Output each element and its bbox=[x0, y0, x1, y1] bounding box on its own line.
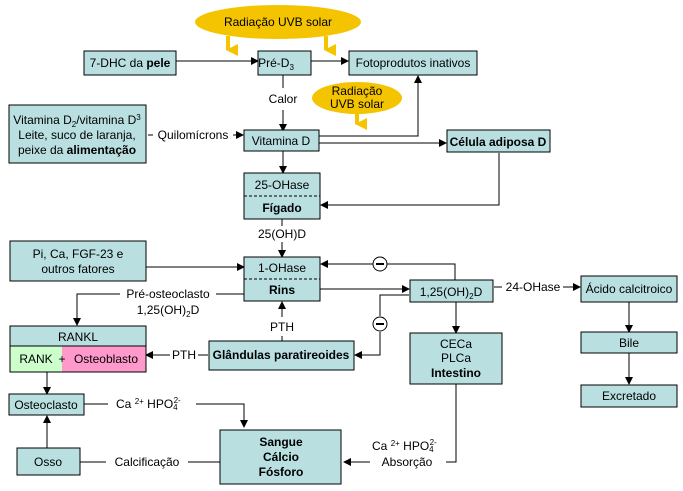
rank-cell bbox=[10, 346, 62, 372]
fatores-line-1: Pi, Ca, FGF-23 e bbox=[33, 247, 124, 261]
label-pre-osteoclasto: Pré-osteoclasto bbox=[126, 287, 210, 301]
arrow-vitd-fotoprodutos bbox=[319, 75, 422, 137]
node-7dhc: 7-DHC da pele bbox=[83, 50, 177, 76]
node-sangue: Sangue Cálcio Fósforo bbox=[219, 429, 342, 485]
plus-label: + bbox=[58, 352, 65, 366]
label-pth-left: PTH bbox=[172, 348, 196, 362]
line-calcitriol-inhibit-rins bbox=[387, 263, 456, 282]
intestino-line-2: PLCa bbox=[441, 351, 471, 365]
node-celula-adiposa: Célula adiposa D bbox=[446, 129, 551, 153]
node-paratireoides: Glândulas paratireoides bbox=[208, 340, 355, 371]
node-vitamina-d-label: Vitamina D bbox=[252, 134, 311, 148]
label-25ohd: 25(OH)D bbox=[258, 227, 306, 241]
node-rins: 1-OHase Rins bbox=[243, 256, 321, 302]
node-intestino: CECa PLCa Intestino bbox=[409, 332, 503, 385]
label-quilomicrons: Quilomícrons bbox=[158, 128, 229, 142]
node-rankl: RANKL RANK + Osteoblasto bbox=[9, 325, 147, 373]
node-figado-organ: Fígado bbox=[262, 201, 301, 215]
node-acido-calcitroico: Ácido calcitroico bbox=[580, 275, 678, 303]
label-calcitriol-bone: 1,25(OH)2D bbox=[137, 303, 200, 319]
arrow-adiposa-figado bbox=[320, 153, 500, 209]
node-rins-enzyme: 1-OHase bbox=[258, 261, 306, 275]
node-fotoprodutos-label: Fotoprodutos inativos bbox=[356, 56, 471, 70]
intestino-line-3: Intestino bbox=[431, 366, 481, 380]
label-calor: Calor bbox=[269, 92, 298, 106]
node-calcitriol: 1,25(OH)2D bbox=[409, 279, 494, 303]
node-bile: Bile bbox=[580, 331, 678, 354]
osteoblasto-cell bbox=[62, 346, 146, 372]
inhibit-rins bbox=[372, 256, 388, 272]
node-figado: 25-OHase Fígado bbox=[243, 172, 321, 220]
line-intestino-absorcao bbox=[446, 384, 457, 463]
uvb-mid-ellipse bbox=[312, 82, 402, 114]
dieta-line-3: peixe da alimentação bbox=[18, 143, 136, 157]
uvb-mid-node: Radiação UVB solar bbox=[312, 82, 402, 114]
arrow-preosteo-rankl bbox=[73, 293, 120, 326]
dieta-line-1: Vitamina D2/vitamina D3 bbox=[13, 113, 141, 129]
node-fatores: Pi, Ca, FGF-23 e outros fatores bbox=[9, 240, 147, 282]
sangue-line-3: Fósforo bbox=[259, 465, 304, 479]
node-rankl-label: RANKL bbox=[58, 330, 98, 344]
intestino-line-1: CECa bbox=[440, 337, 472, 351]
node-vitamina-d: Vitamina D bbox=[243, 129, 320, 152]
uvb-top-node: Radiação UVB solar bbox=[195, 5, 361, 39]
label-ca-hpo-left: Ca 2+ HPO42- bbox=[116, 396, 181, 412]
line-calcitriol-inhibit-pth bbox=[379, 294, 409, 316]
node-bile-label: Bile bbox=[619, 336, 639, 350]
node-fotoprodutos: Fotoprodutos inativos bbox=[348, 50, 478, 76]
dieta-line-2: Leite, suco de laranja, bbox=[18, 128, 135, 142]
node-osso-label: Osso bbox=[34, 455, 62, 469]
uvb-mid-label-1: Radiação bbox=[332, 84, 383, 98]
sangue-line-2: Cálcio bbox=[263, 450, 299, 464]
arrow-ca-sangue bbox=[196, 403, 248, 428]
node-dieta: Vitamina D2/vitamina D3 Leite, suco de l… bbox=[8, 104, 147, 164]
node-osteoclasto-label: Osteoclasto bbox=[14, 398, 78, 412]
label-calcificacao: Calcificação bbox=[115, 455, 180, 469]
node-rins-organ: Rins bbox=[269, 283, 295, 297]
label-ca-hpo-right: Ca 2+ HPO42- bbox=[372, 438, 437, 454]
connectors bbox=[43, 57, 633, 466]
node-excretado-label: Excretado bbox=[602, 389, 656, 403]
sangue-line-1: Sangue bbox=[259, 435, 303, 449]
uvb-top-ellipse bbox=[195, 5, 361, 39]
uvb-top-label: Radiação UVB solar bbox=[224, 15, 332, 29]
fatores-line-2: outros fatores bbox=[41, 262, 114, 276]
node-pre-d3-label: Pré-D3 bbox=[258, 56, 294, 72]
node-7dhc-label: 7-DHC da pele bbox=[90, 56, 171, 70]
node-excretado: Excretado bbox=[580, 384, 678, 408]
osteoblasto-label: Osteoblasto bbox=[74, 352, 138, 366]
label-24ohase: 24-OHase bbox=[506, 280, 561, 294]
node-paratireoides-label: Glândulas paratireoides bbox=[213, 348, 350, 362]
node-figado-enzyme: 25-OHase bbox=[255, 178, 310, 192]
node-pre-d3: Pré-D3 bbox=[257, 50, 312, 76]
inhibit-paratireoides bbox=[372, 316, 388, 332]
node-acido-label: Ácido calcitroico bbox=[586, 281, 673, 296]
label-pth-up: PTH bbox=[270, 320, 294, 334]
arrow-inhibit-paratireoides bbox=[354, 332, 381, 359]
label-absorcao: Absorção bbox=[382, 455, 433, 469]
uvb-mid-label-2: UVB solar bbox=[330, 97, 384, 111]
node-calcitriol-label: 1,25(OH)2D bbox=[420, 285, 483, 301]
node-osso: Osso bbox=[16, 447, 81, 476]
rank-label: RANK bbox=[19, 352, 52, 366]
node-osteoclasto: Osteoclasto bbox=[8, 393, 85, 416]
node-celula-adiposa-label: Célula adiposa D bbox=[450, 135, 547, 149]
